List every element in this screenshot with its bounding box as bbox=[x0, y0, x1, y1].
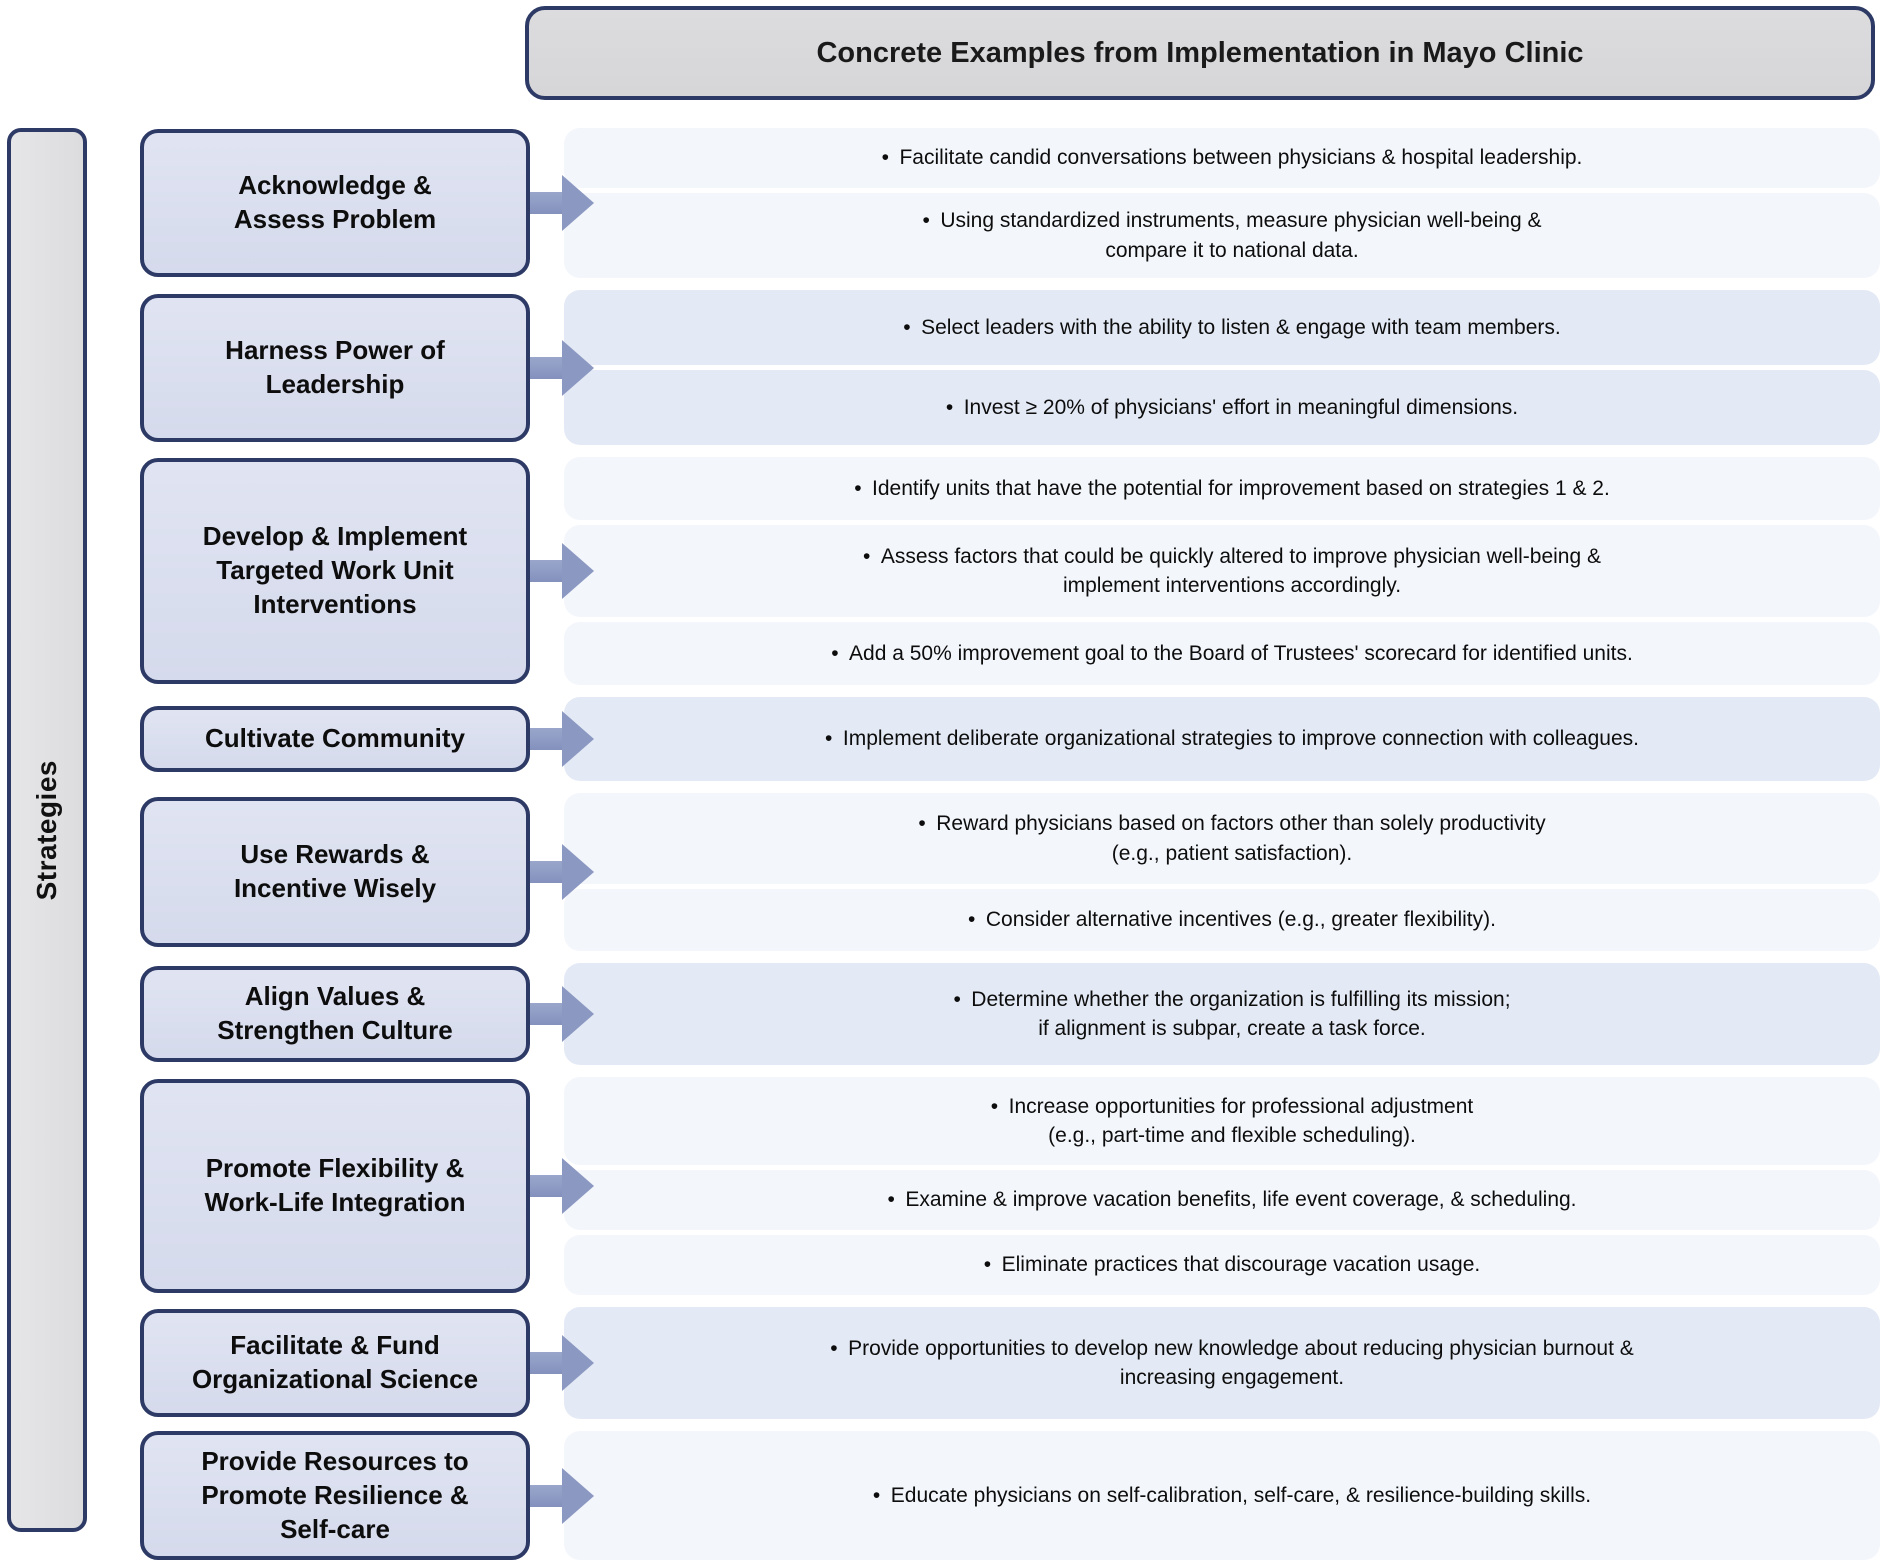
strategy-box: Facilitate & Fund Organizational Science bbox=[140, 1309, 530, 1417]
strategy-box: Develop & Implement Targeted Work Unit I… bbox=[140, 458, 530, 684]
strategy-row: Promote Flexibility & Work-Life Integrat… bbox=[140, 1077, 1880, 1295]
example-bullet-panel: • Eliminate practices that discourage va… bbox=[564, 1235, 1880, 1295]
strategy-box: Use Rewards & Incentive Wisely bbox=[140, 797, 530, 947]
strategy-label: Develop & Implement Targeted Work Unit I… bbox=[202, 521, 468, 619]
example-bullet-panel: • Select leaders with the ability to lis… bbox=[564, 290, 1880, 365]
example-bullet-panel: • Implement deliberate organizational st… bbox=[564, 697, 1880, 781]
example-bullets-column: • Implement deliberate organizational st… bbox=[564, 697, 1880, 781]
example-bullet-text: • Facilitate candid conversations betwee… bbox=[881, 146, 1583, 170]
strategy-label: Harness Power of Leadership bbox=[225, 334, 445, 399]
strategy-label: Provide Resources to Promote Resilience … bbox=[201, 1446, 469, 1544]
example-bullets-column: • Identify units that have the potential… bbox=[564, 457, 1880, 686]
example-bullet-text: • Using standardized instruments, measur… bbox=[922, 209, 1542, 262]
strategy-label: Use Rewards & Incentive Wisely bbox=[233, 839, 437, 903]
strategies-sidebar: Strategies bbox=[7, 128, 87, 1532]
example-bullet-text: • Consider alternative incentives (e.g.,… bbox=[968, 908, 1496, 932]
example-bullet-text: • Select leaders with the ability to lis… bbox=[903, 315, 1561, 339]
example-bullet-panel: • Add a 50% improvement goal to the Boar… bbox=[564, 622, 1880, 686]
example-bullet-panel: • Provide opportunities to develop new k… bbox=[564, 1307, 1880, 1419]
example-bullet-text: • Identify units that have the potential… bbox=[854, 476, 1610, 500]
strategy-box: Align Values & Strengthen Culture bbox=[140, 966, 530, 1062]
example-bullet-panel: • Determine whether the organization is … bbox=[564, 963, 1880, 1065]
example-bullet-panel: • Reward physicians based on factors oth… bbox=[564, 793, 1880, 885]
example-bullet-text: • Reward physicians based on factors oth… bbox=[918, 812, 1546, 865]
example-bullet-text: • Eliminate practices that discourage va… bbox=[983, 1253, 1481, 1277]
example-bullets-column: • Determine whether the organization is … bbox=[564, 963, 1880, 1065]
strategy-label: Cultivate Community bbox=[204, 723, 466, 754]
strategy-row: Cultivate Community • Implement delibera… bbox=[140, 697, 1880, 781]
strategy-row: Develop & Implement Targeted Work Unit I… bbox=[140, 457, 1880, 686]
examples-header-title: Concrete Examples from Implementation in… bbox=[816, 36, 1584, 69]
strategy-rows: Acknowledge & Assess Problem • Facilitat… bbox=[140, 128, 1880, 1561]
examples-header-box: Concrete Examples from Implementation in… bbox=[525, 6, 1875, 100]
example-bullets-column: • Facilitate candid conversations betwee… bbox=[564, 128, 1880, 278]
strategy-box: Harness Power of Leadership bbox=[140, 293, 530, 442]
example-bullet-text: • Assess factors that could be quickly a… bbox=[862, 544, 1602, 597]
example-bullet-text: • Implement deliberate organizational st… bbox=[825, 727, 1639, 751]
example-bullet-text: • Educate physicians on self-calibration… bbox=[872, 1484, 1592, 1507]
example-bullet-panel: • Using standardized instruments, measur… bbox=[564, 193, 1880, 278]
strategy-label: Facilitate & Fund Organizational Science bbox=[191, 1330, 479, 1394]
example-bullet-panel: • Assess factors that could be quickly a… bbox=[564, 524, 1880, 618]
strategy-row: Use Rewards & Incentive Wisely • Reward … bbox=[140, 793, 1880, 952]
strategy-row: Provide Resources to Promote Resilience … bbox=[140, 1431, 1880, 1561]
example-bullet-panel: • Increase opportunities for professiona… bbox=[564, 1077, 1880, 1165]
example-bullet-text: • Invest ≥ 20% of physicians' effort in … bbox=[945, 395, 1519, 419]
strategies-sidebar-label: Strategies bbox=[31, 759, 62, 901]
example-bullet-text: • Add a 50% improvement goal to the Boar… bbox=[831, 641, 1633, 665]
example-bullet-panel: • Invest ≥ 20% of physicians' effort in … bbox=[564, 370, 1880, 445]
strategy-label: Align Values & Strengthen Culture bbox=[217, 981, 453, 1045]
example-bullets-column: • Provide opportunities to develop new k… bbox=[564, 1307, 1880, 1419]
strategy-box: Acknowledge & Assess Problem bbox=[140, 129, 530, 277]
example-bullet-panel: • Identify units that have the potential… bbox=[564, 457, 1880, 520]
example-bullets-column: • Educate physicians on self-calibration… bbox=[564, 1431, 1880, 1561]
example-bullet-text: • Provide opportunities to develop new k… bbox=[830, 1336, 1634, 1389]
example-bullet-text: • Increase opportunities for professiona… bbox=[990, 1094, 1474, 1147]
example-bullet-panel: • Consider alternative incentives (e.g.,… bbox=[564, 889, 1880, 952]
example-bullets-column: • Reward physicians based on factors oth… bbox=[564, 793, 1880, 952]
strategy-row: Facilitate & Fund Organizational Science… bbox=[140, 1307, 1880, 1419]
example-bullets-column: • Select leaders with the ability to lis… bbox=[564, 290, 1880, 445]
strategy-box: Provide Resources to Promote Resilience … bbox=[140, 1431, 530, 1561]
strategy-row: Align Values & Strengthen Culture • Dete… bbox=[140, 963, 1880, 1065]
example-bullet-text: • Examine & improve vacation benefits, l… bbox=[887, 1188, 1577, 1212]
example-bullet-text: • Determine whether the organization is … bbox=[953, 987, 1511, 1040]
strategy-label: Acknowledge & Assess Problem bbox=[233, 170, 437, 234]
example-bullet-panel: • Educate physicians on self-calibration… bbox=[564, 1431, 1880, 1561]
strategy-row: Harness Power of Leadership • Select lea… bbox=[140, 290, 1880, 445]
strategy-row: Acknowledge & Assess Problem • Facilitat… bbox=[140, 128, 1880, 278]
example-bullet-panel: • Examine & improve vacation benefits, l… bbox=[564, 1170, 1880, 1230]
strategy-box: Cultivate Community bbox=[140, 706, 530, 772]
example-bullets-column: • Increase opportunities for professiona… bbox=[564, 1077, 1880, 1295]
strategy-label: Promote Flexibility & Work-Life Integrat… bbox=[204, 1153, 466, 1217]
example-bullet-panel: • Facilitate candid conversations betwee… bbox=[564, 128, 1880, 188]
strategy-box: Promote Flexibility & Work-Life Integrat… bbox=[140, 1079, 530, 1293]
